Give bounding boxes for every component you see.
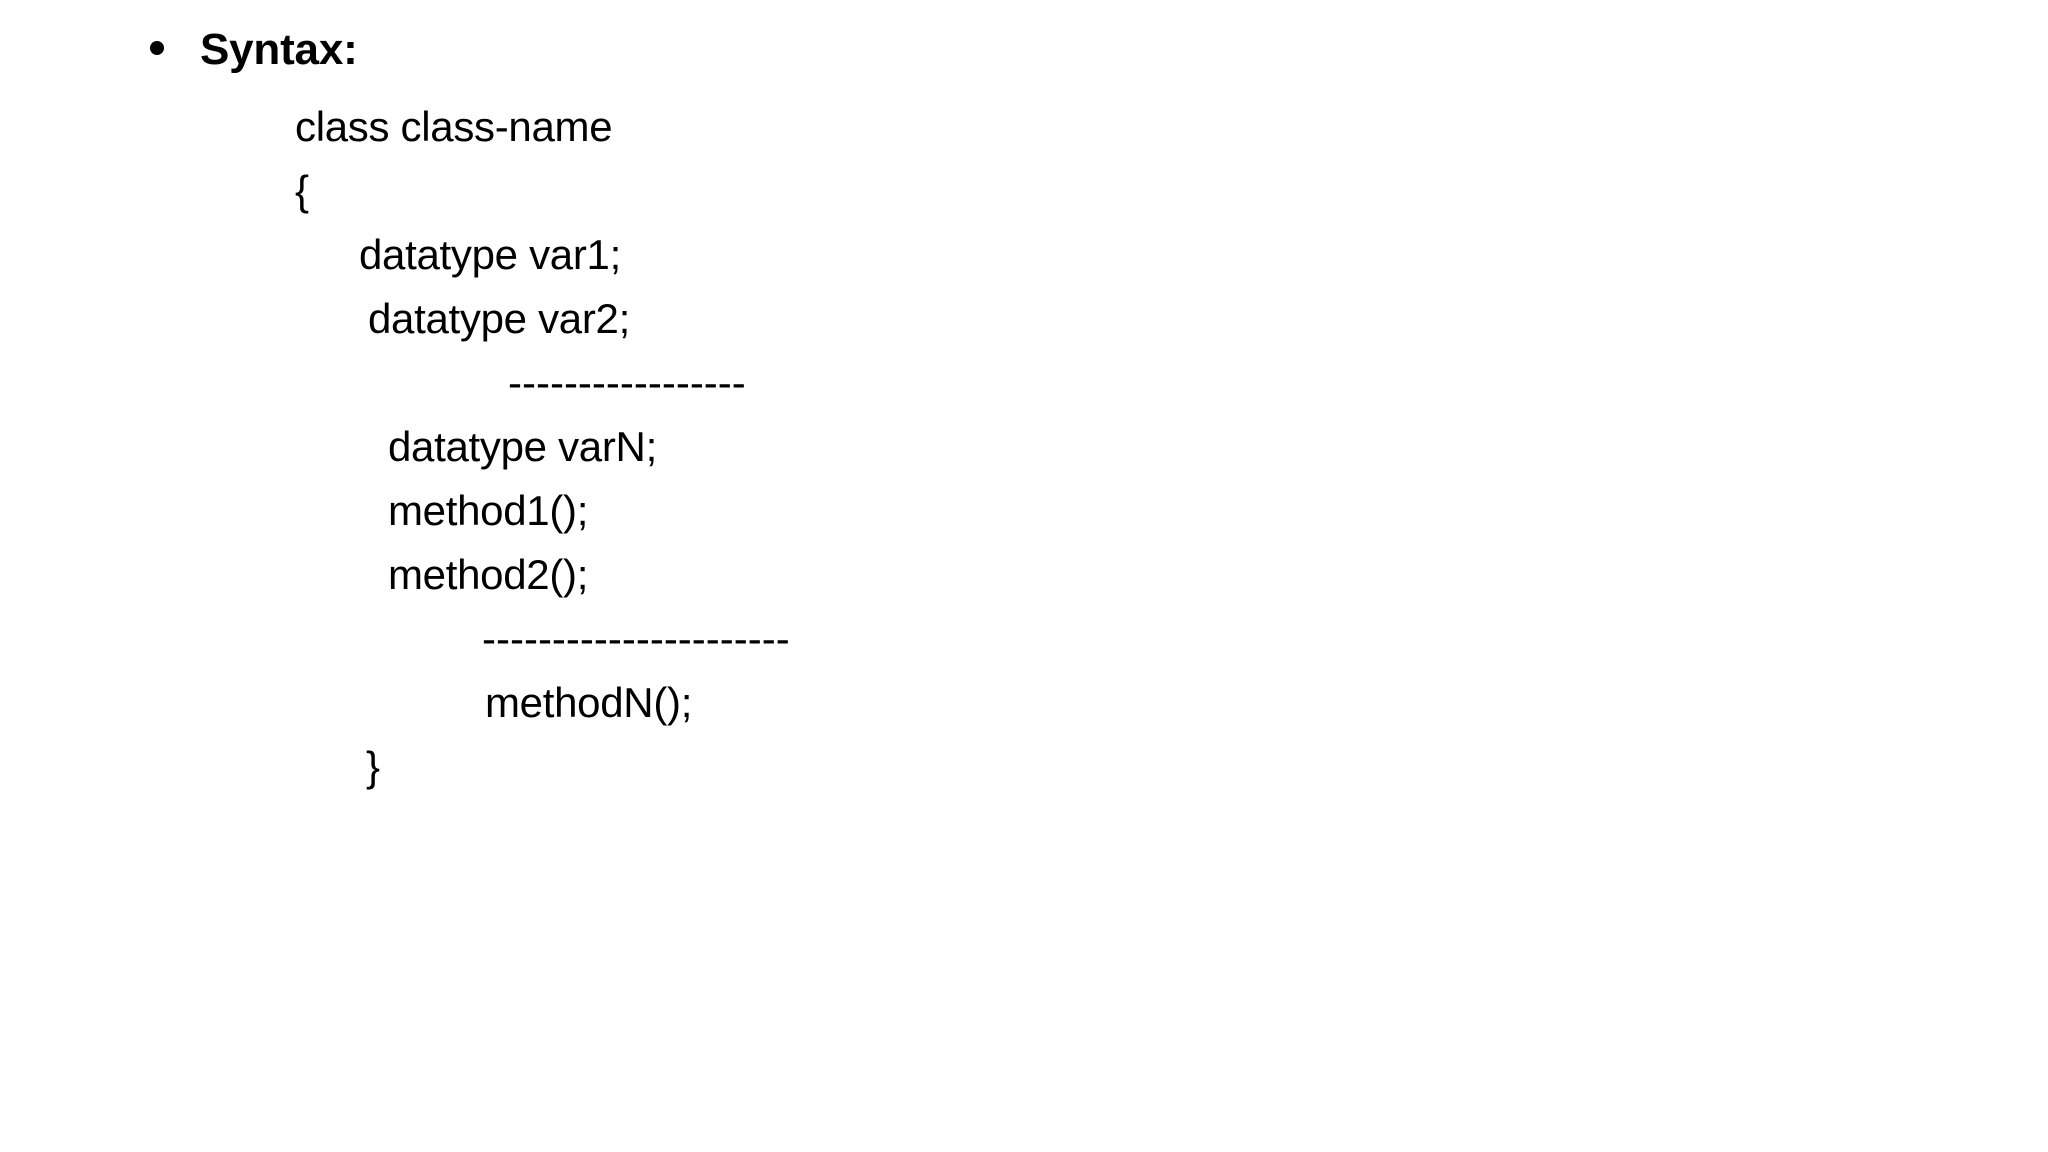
code-line: method2(); — [388, 551, 589, 598]
code-line: datatype var2; — [368, 295, 630, 342]
code-line: method1(); — [388, 487, 589, 534]
code-line: datatype varN; — [388, 423, 657, 470]
code-separator-line: ---------------------- — [482, 615, 790, 662]
bullet-heading: Syntax: — [150, 28, 358, 72]
code-line: datatype var1; — [359, 231, 621, 278]
code-line: { — [295, 167, 309, 214]
code-line: class class-name — [295, 103, 613, 150]
page-title: Syntax: — [200, 25, 358, 74]
bullet-point-icon — [150, 41, 164, 55]
code-line: } — [366, 743, 380, 790]
code-block: class class-name { datatype var1; datatype … — [0, 95, 2048, 799]
code-line: methodN(); — [485, 679, 693, 726]
code-separator-line: ----------------- — [508, 359, 746, 406]
